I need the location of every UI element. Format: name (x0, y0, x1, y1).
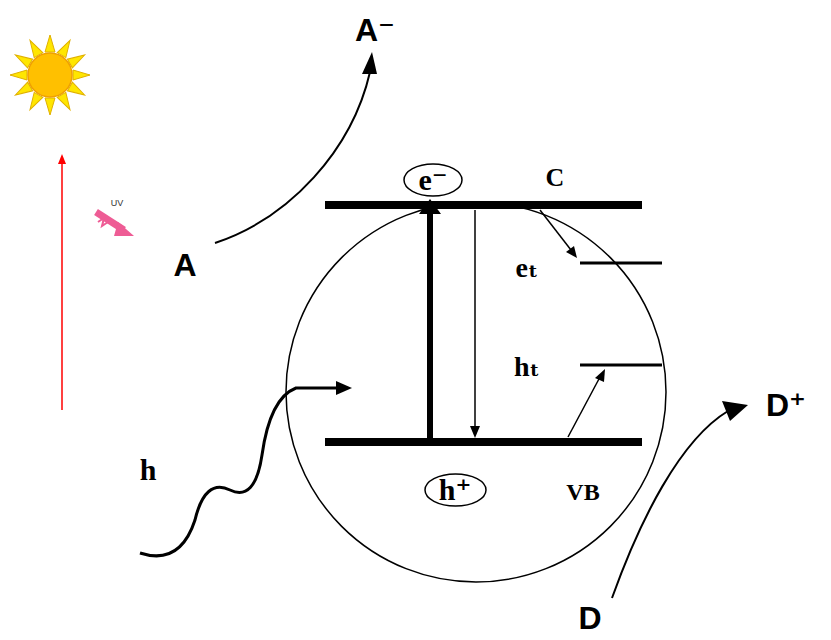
sun-icon (10, 35, 90, 115)
sun-ray (10, 70, 27, 80)
arrow-head (336, 381, 352, 395)
photon-wave (140, 388, 338, 556)
charge-label: e⁻ (418, 165, 447, 195)
particle-outline (286, 202, 666, 582)
trapping-arrow (568, 377, 600, 437)
uv-label: UV (111, 199, 124, 208)
particle-circle: CeₜhₜVBe⁻h⁺ (286, 202, 666, 582)
product-label: A⁻ (355, 14, 395, 46)
recombination-arrow (474, 210, 476, 428)
particle-outline-circle (286, 202, 666, 582)
sun-disc (28, 53, 72, 97)
acceptor-label: A (173, 249, 196, 281)
arrow-head (362, 52, 377, 74)
charge-ellipse: e⁻ (403, 163, 463, 197)
arrow-head (722, 401, 748, 421)
charge-label: h⁺ (439, 475, 472, 505)
hole-trap-level (580, 364, 662, 367)
electron-trap-level (580, 262, 662, 265)
uv-arrow-head (114, 222, 134, 236)
sun-ray (45, 98, 55, 115)
valence-band (325, 438, 642, 446)
photon-label: h (140, 455, 157, 485)
reduction-path (215, 72, 370, 243)
charge-outline-ellipse (425, 474, 486, 506)
sun-ray (73, 70, 90, 80)
arrow-head (470, 426, 480, 438)
uv-zigzag (98, 218, 108, 226)
excitation-arrow (427, 212, 433, 438)
trapping-arrow (540, 210, 571, 250)
light-path-line (61, 162, 63, 410)
charge-outline-ellipse (404, 164, 462, 196)
arrow-head (566, 246, 577, 258)
arrow-head (58, 154, 66, 164)
arrow-head (595, 369, 605, 382)
band-label: VB (566, 480, 599, 504)
donor-label: D (578, 602, 601, 634)
charge-ellipse: h⁺ (424, 473, 487, 507)
product-label: D⁺ (766, 389, 806, 421)
sun-ray (45, 35, 55, 52)
band-label: C (546, 165, 565, 191)
uv-icon (96, 212, 134, 236)
band-label: eₜ (516, 254, 539, 282)
band-label: hₜ (514, 353, 540, 381)
